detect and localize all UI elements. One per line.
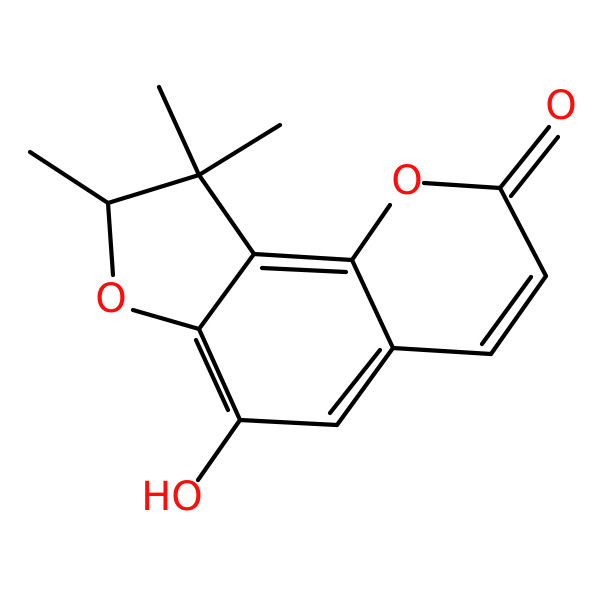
bond-o1-c7a bbox=[130, 307, 202, 332]
bond-c5a-c5-inner bbox=[327, 347, 383, 416]
bond-c9a-c5a bbox=[349, 257, 396, 351]
ring-oxygen-label: O bbox=[391, 158, 422, 204]
bond-c7-c6p-inner bbox=[479, 274, 534, 347]
bond-c3a-c7a bbox=[196, 251, 257, 332]
bond-c3a-c9a-inner bbox=[259, 265, 349, 275]
bond-c6-c7a bbox=[196, 326, 243, 423]
bond-c8-o-carbonyl-b bbox=[508, 134, 561, 199]
bond-methyl-c3-a bbox=[156, 84, 202, 178]
bond-methyl-c3-b bbox=[196, 122, 283, 178]
bond-c6p-c5a bbox=[390, 345, 494, 357]
bond-o9-c8 bbox=[421, 180, 503, 191]
bond-c6-oh bbox=[195, 417, 243, 483]
bond-c2-o1 bbox=[105, 200, 116, 278]
bond-c6-c7a-inner bbox=[193, 337, 231, 413]
bond-c3-c3a bbox=[196, 172, 257, 257]
bond-c2-c3 bbox=[105, 172, 202, 206]
bond-c9a-o9 bbox=[349, 202, 393, 263]
bond-c8-o-carbonyl-a bbox=[497, 124, 552, 191]
bond-c3a-c9a bbox=[251, 251, 355, 263]
carbonyl-oxygen-label: O bbox=[545, 83, 576, 129]
bond-c8-c7 bbox=[497, 185, 549, 279]
furan-oxygen-label: O bbox=[95, 276, 126, 322]
hydroxyl-label: HO bbox=[141, 474, 203, 520]
bond-c5a-c5 bbox=[334, 345, 396, 428]
bonds bbox=[27, 84, 561, 483]
bond-methyl-c2 bbox=[27, 149, 111, 206]
atom-labels: O O O HO bbox=[95, 83, 576, 520]
bond-c5-c6 bbox=[237, 417, 340, 428]
bond-c7-c6p bbox=[488, 273, 549, 357]
